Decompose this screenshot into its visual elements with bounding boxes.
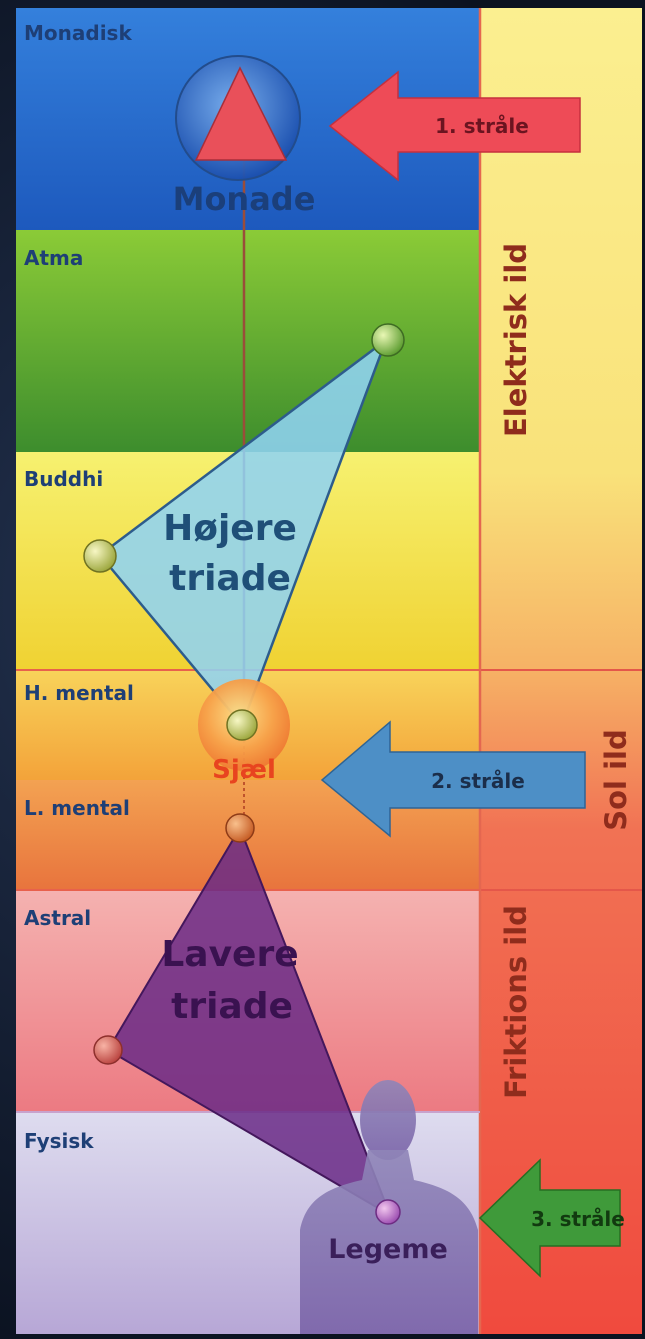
mental-node [226,814,254,842]
atma-node [372,324,404,356]
plane-label-fysisk: Fysisk [24,1129,94,1153]
lower-triad-label-2: triade [171,986,293,1027]
plane-label-astral: Astral [24,906,91,930]
plane-label-buddhi: Buddhi [24,467,103,491]
monade-label: Monade [173,180,316,218]
plane-label-monadisk: Monadisk [24,21,132,45]
higher-triad-label-1: Højere [163,508,297,549]
ray-1-label: 1. stråle [435,114,529,138]
ray-3-label: 3. stråle [531,1207,625,1231]
monade-sphere [176,56,300,180]
fire-label-friktions: Friktions ild [499,905,533,1099]
legeme-label: Legeme [328,1234,448,1265]
higher-triad-label-2: triade [169,558,291,599]
sjael-label: Sjæl [212,755,276,785]
manas-node [227,710,257,740]
fire-column [480,8,642,1334]
body-node [376,1200,400,1224]
buddhi-node [84,540,116,572]
fire-label-sol: Sol ild [599,729,633,831]
plane-label-l-mental: L. mental [24,796,130,820]
plane-band-atma [16,230,480,452]
plane-label-atma: Atma [24,246,83,270]
astral-node [94,1036,122,1064]
ray-2-label: 2. stråle [431,769,525,793]
lower-triad-label-1: Lavere [161,934,298,975]
fire-label-elektrisk: Elektrisk ild [499,243,533,437]
plane-label-h-mental: H. mental [24,681,134,705]
